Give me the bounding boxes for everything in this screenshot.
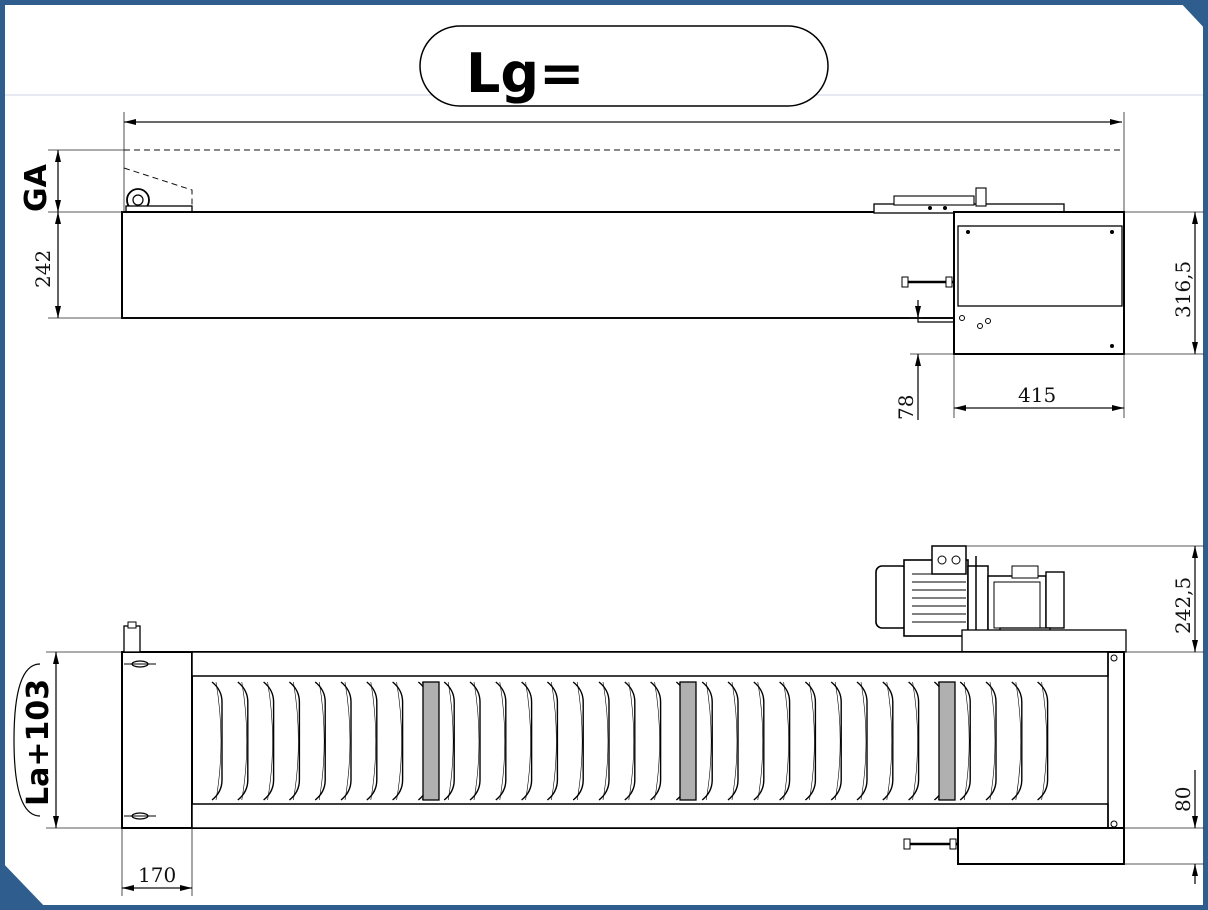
belt-link (443, 681, 455, 801)
dim-edge: 80 (1171, 787, 1195, 812)
belt-link-edge (628, 681, 635, 801)
belt-link-edge (886, 681, 893, 801)
belt-link-edge (318, 681, 325, 801)
belt-link-edge (731, 681, 738, 801)
belt-link (985, 681, 997, 801)
belt-link-edge (783, 681, 789, 801)
belt-link (804, 681, 817, 801)
length-label-capsule: Lg= (419, 25, 829, 107)
belt-link (701, 681, 713, 801)
dim-motor-length: 415 (1018, 383, 1056, 407)
corner-mark-bottom-left (0, 860, 48, 910)
belt-link (727, 681, 739, 801)
belt-link (572, 681, 584, 801)
belt-link (598, 681, 610, 801)
dim-end-plate: 170 (138, 863, 176, 887)
motor-assembly (875, 545, 1127, 654)
belt-link-edge (705, 681, 712, 801)
belt-link (495, 681, 507, 801)
belt-link-edge (602, 681, 609, 801)
belt-cleat (679, 681, 697, 801)
belt-link (830, 681, 842, 801)
hinged-belt (211, 681, 1049, 801)
belt-link-edge (241, 681, 248, 801)
belt-link-edge (267, 681, 273, 801)
belt-link (263, 681, 275, 801)
length-label: Lg= (466, 42, 584, 105)
belt-link (779, 681, 791, 801)
corner-mark-top-right (1178, 0, 1208, 32)
belt-link-edge (1041, 681, 1047, 801)
plan-width-label: La+103 (21, 679, 56, 806)
dim-bottom-drop: 78 (894, 395, 918, 420)
ga-label: GA (19, 163, 54, 212)
belt-link-edge (1015, 681, 1022, 801)
dim-motor-width: 242,5 (1171, 577, 1195, 634)
belt-link (211, 681, 223, 801)
belt-link (392, 681, 404, 801)
belt-link-edge (576, 681, 583, 801)
belt-link-edge (447, 681, 454, 801)
belt-link (314, 681, 326, 801)
belt-link (1011, 681, 1023, 801)
belt-link (469, 681, 481, 801)
belt-link (521, 681, 533, 801)
belt-link-edge (834, 681, 841, 801)
belt-link-edge (215, 681, 222, 801)
belt-link-edge (344, 681, 351, 801)
belt-link (624, 681, 636, 801)
belt-link-edge (912, 681, 918, 801)
belt-link-edge (473, 681, 480, 801)
side-view: GA 242 316,5 78 415 (19, 112, 1204, 420)
belt-link (237, 681, 249, 801)
belt-link (1037, 681, 1049, 801)
belt-link (546, 681, 559, 801)
belt-cleat (422, 681, 440, 801)
dim-body-height: 242 (31, 250, 55, 288)
dim-motor-height: 316,5 (1171, 261, 1195, 318)
plan-view: La+103 242,5 80 170 (13, 545, 1204, 896)
belt-link-edge (525, 681, 531, 801)
belt-link (340, 681, 352, 801)
belt-link-edge (499, 681, 506, 801)
belt-link-edge (860, 681, 867, 801)
belt-link (856, 681, 868, 801)
belt-link (908, 681, 920, 801)
belt-link (650, 681, 662, 801)
belt-link (753, 681, 765, 801)
belt-link-edge (757, 681, 764, 801)
belt-link (366, 681, 378, 801)
belt-link (882, 681, 894, 801)
belt-link-edge (963, 681, 970, 801)
belt-cleat (938, 681, 956, 801)
belt-link-edge (654, 681, 660, 801)
belt-link-edge (396, 681, 402, 801)
belt-link-edge (370, 681, 377, 801)
belt-link (959, 681, 971, 801)
belt-link-edge (551, 681, 557, 801)
belt-link-edge (989, 681, 996, 801)
belt-link-edge (809, 681, 815, 801)
belt-link-edge (293, 681, 299, 801)
belt-link (288, 681, 301, 801)
